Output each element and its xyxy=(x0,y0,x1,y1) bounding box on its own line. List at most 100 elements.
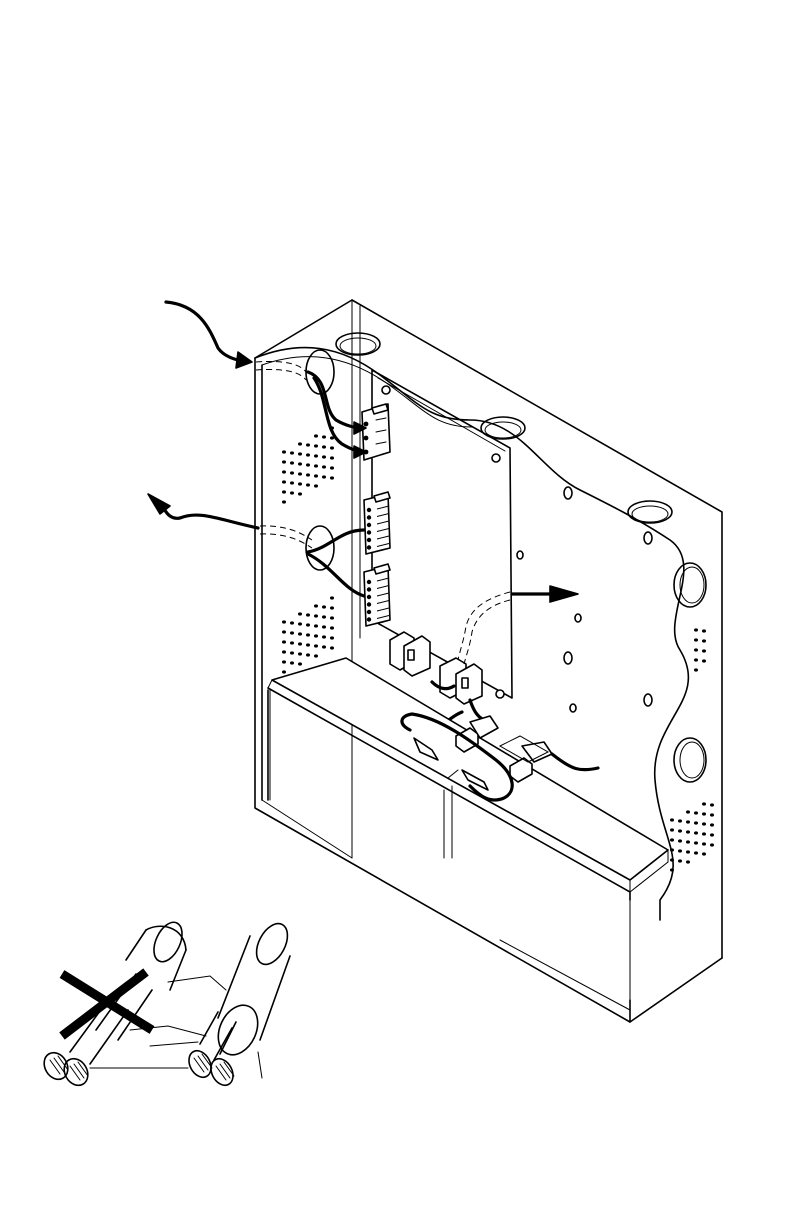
vent-hole xyxy=(314,634,318,637)
cable-detail xyxy=(39,918,293,1090)
vent-hole xyxy=(694,841,698,844)
vent-hole xyxy=(694,851,698,854)
vent-hole xyxy=(290,471,294,474)
vent-hole xyxy=(710,833,714,836)
vent-hole xyxy=(670,868,674,871)
vent-hole xyxy=(710,803,714,806)
vent-hole xyxy=(290,481,294,484)
mounting-standoffs xyxy=(517,487,652,712)
vent-hole xyxy=(282,470,286,473)
vent-hole xyxy=(330,626,334,629)
vent-hole xyxy=(702,812,706,815)
vent-hole xyxy=(306,453,310,456)
vent-hole xyxy=(306,613,310,616)
vent-hole xyxy=(306,623,310,626)
vent-hole xyxy=(678,859,682,862)
vent-hole xyxy=(298,652,302,655)
vent-hole xyxy=(330,596,334,599)
terminal-screw xyxy=(367,523,371,527)
vent-hole xyxy=(282,480,286,483)
vent-hole xyxy=(290,651,294,654)
vent-hole xyxy=(670,838,674,841)
vent-hole xyxy=(694,628,698,631)
vent-hole xyxy=(314,484,318,487)
vent-hole xyxy=(694,821,698,824)
vent-hole xyxy=(298,662,302,665)
vent-hole xyxy=(702,842,706,845)
vent-hole xyxy=(290,641,294,644)
vent-hole xyxy=(702,659,706,662)
vent-hole xyxy=(670,848,674,851)
vent-hole xyxy=(322,475,326,478)
vent-hole xyxy=(694,638,698,641)
terminal-screw xyxy=(367,530,371,534)
vent-hole xyxy=(686,820,690,823)
vent-hole xyxy=(282,450,286,453)
vent-hole xyxy=(290,461,294,464)
knockout-hole xyxy=(336,333,380,355)
vent-hole xyxy=(314,474,318,477)
vent-hole xyxy=(314,654,318,657)
reject-mark xyxy=(62,972,152,1036)
vent-hole xyxy=(322,445,326,448)
vent-hole xyxy=(290,661,294,664)
vent-hole xyxy=(330,476,334,479)
vent-hole xyxy=(298,642,302,645)
vent-hole xyxy=(306,463,310,466)
vent-hole xyxy=(330,606,334,609)
vent-hole xyxy=(686,850,690,853)
vent-hole xyxy=(702,822,706,825)
vent-hole xyxy=(678,819,682,822)
vent-hole xyxy=(314,444,318,447)
vent-hole xyxy=(298,632,302,635)
vent-hole xyxy=(322,455,326,458)
vent-hole xyxy=(322,435,326,438)
vent-hole xyxy=(298,462,302,465)
vent-hole xyxy=(298,452,302,455)
vent-hole xyxy=(702,832,706,835)
vent-hole xyxy=(322,625,326,628)
terminal-screw xyxy=(367,508,371,512)
vent-hole xyxy=(322,645,326,648)
vent-hole xyxy=(322,615,326,618)
vent-hole xyxy=(314,624,318,627)
terminal-screw xyxy=(367,580,371,584)
vent-hole xyxy=(678,839,682,842)
vent-hole xyxy=(306,633,310,636)
vent-hole xyxy=(314,604,318,607)
vent-hole xyxy=(686,830,690,833)
terminal-block xyxy=(364,492,390,554)
vent-hole xyxy=(306,483,310,486)
vent-hole xyxy=(282,490,286,493)
vent-hole xyxy=(298,482,302,485)
vent-hole xyxy=(306,643,310,646)
vent-hole xyxy=(314,614,318,617)
vent-hole xyxy=(330,446,334,449)
vent-hole xyxy=(306,473,310,476)
vent-hole xyxy=(694,648,698,651)
terminal-screw xyxy=(367,538,371,542)
vent-hole xyxy=(282,620,286,623)
vent-hole xyxy=(290,621,294,624)
vent-hole xyxy=(282,640,286,643)
vent-hole xyxy=(330,646,334,649)
vent-hole xyxy=(290,491,294,494)
vent-hole xyxy=(670,828,674,831)
vent-hole xyxy=(702,629,706,632)
vent-hole xyxy=(686,810,690,813)
vent-hole xyxy=(282,460,286,463)
vent-hole xyxy=(306,443,310,446)
cable-correct xyxy=(185,918,294,1089)
vent-hole xyxy=(702,649,706,652)
knockout-hole xyxy=(628,501,672,523)
vent-hole xyxy=(330,636,334,639)
vent-hole xyxy=(298,622,302,625)
terminal-screw xyxy=(367,587,371,591)
terminal-screw xyxy=(367,617,371,621)
terminal-screw xyxy=(367,515,371,519)
vent-hole xyxy=(330,466,334,469)
vent-hole xyxy=(322,465,326,468)
vent-hole xyxy=(298,492,302,495)
vent-hole xyxy=(306,653,310,656)
